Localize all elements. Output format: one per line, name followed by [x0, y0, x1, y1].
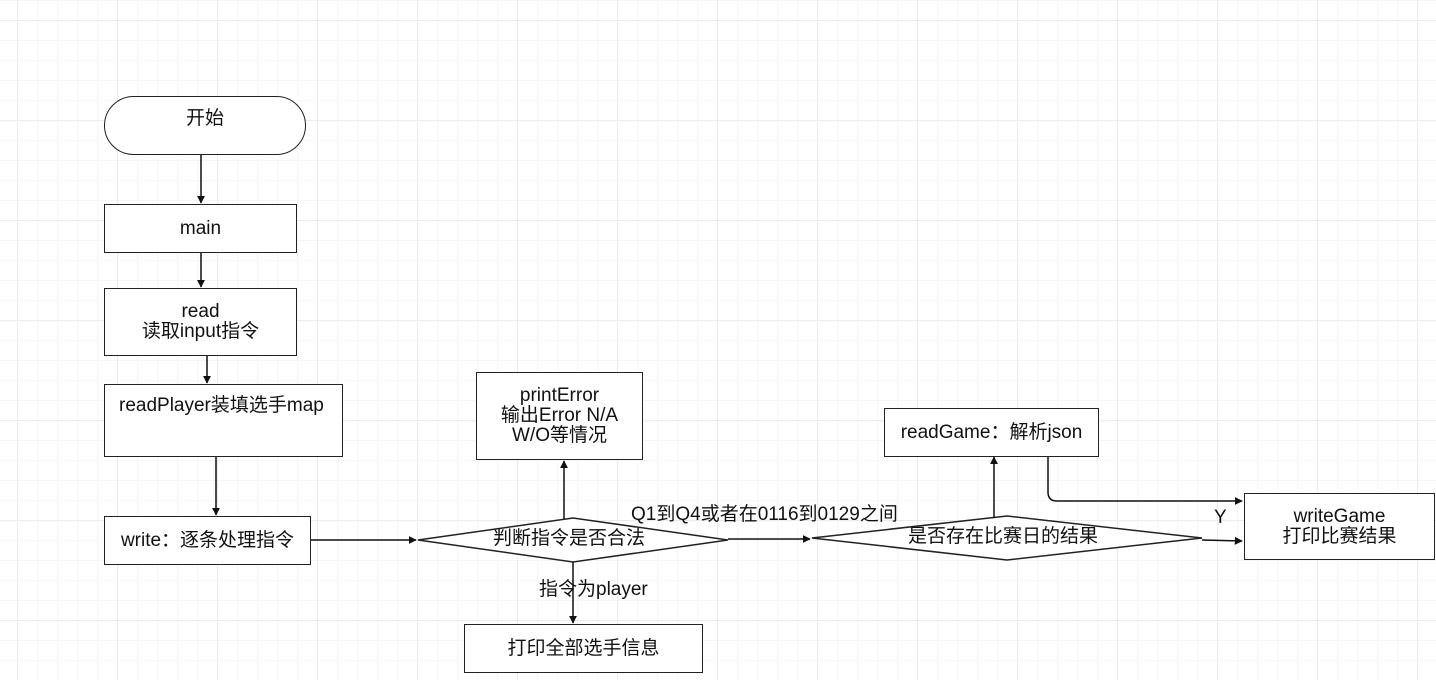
print-error-label-line-3: W/O等情况 — [512, 425, 607, 446]
edge-check-result-to-write-game — [1201, 536, 1243, 545]
print-error-process-box[interactable]: printError 输出Error N/A W/O等情况 — [476, 372, 643, 460]
decision-diamond-check-command[interactable] — [417, 517, 729, 563]
read-process-box[interactable]: read 读取input指令 — [104, 288, 297, 356]
write-label: write：逐条处理指令 — [120, 529, 295, 551]
decision-diamond-check-result[interactable] — [811, 515, 1203, 561]
start-terminal[interactable]: 开始 — [104, 96, 306, 155]
check-result-label: 是否存在比赛日的结果 — [908, 526, 1099, 547]
write-game-label-line-1: writeGame — [1293, 505, 1386, 527]
edge-read-game-to-write-game — [1047, 457, 1243, 505]
print-error-label-line-1: printError — [519, 385, 600, 406]
print-players-label: 打印全部选手信息 — [507, 637, 660, 659]
write-game-label-line-2: 打印比赛结果 — [1282, 525, 1397, 547]
start-label: 开始 — [185, 107, 224, 129]
read-label-line-2: 读取input指令 — [141, 321, 260, 342]
check-command-label: 判断指令是否合法 — [493, 528, 646, 549]
read-player-process-box[interactable]: readPlayer装填选手map — [104, 384, 343, 457]
edge-label-date-range: Q1到Q4或者在0116到0129之间 — [631, 504, 898, 525]
main-label: main — [179, 217, 222, 239]
main-process-box[interactable]: main — [104, 204, 297, 253]
read-player-label: readPlayer装填选手map — [119, 395, 324, 416]
write-game-process-box[interactable]: writeGame 打印比赛结果 — [1244, 493, 1435, 560]
read-label-line-1: read — [181, 301, 220, 322]
print-players-process-box[interactable]: 打印全部选手信息 — [464, 624, 703, 673]
edge-label-yes: Y — [1214, 507, 1227, 528]
edge-label-player-command: 指令为player — [539, 579, 648, 600]
read-game-process-box[interactable]: readGame：解析json — [884, 408, 1099, 457]
write-process-box[interactable]: write：逐条处理指令 — [104, 516, 311, 565]
print-error-label-line-2: 输出Error N/A — [500, 405, 619, 426]
read-game-label: readGame：解析json — [900, 421, 1083, 443]
